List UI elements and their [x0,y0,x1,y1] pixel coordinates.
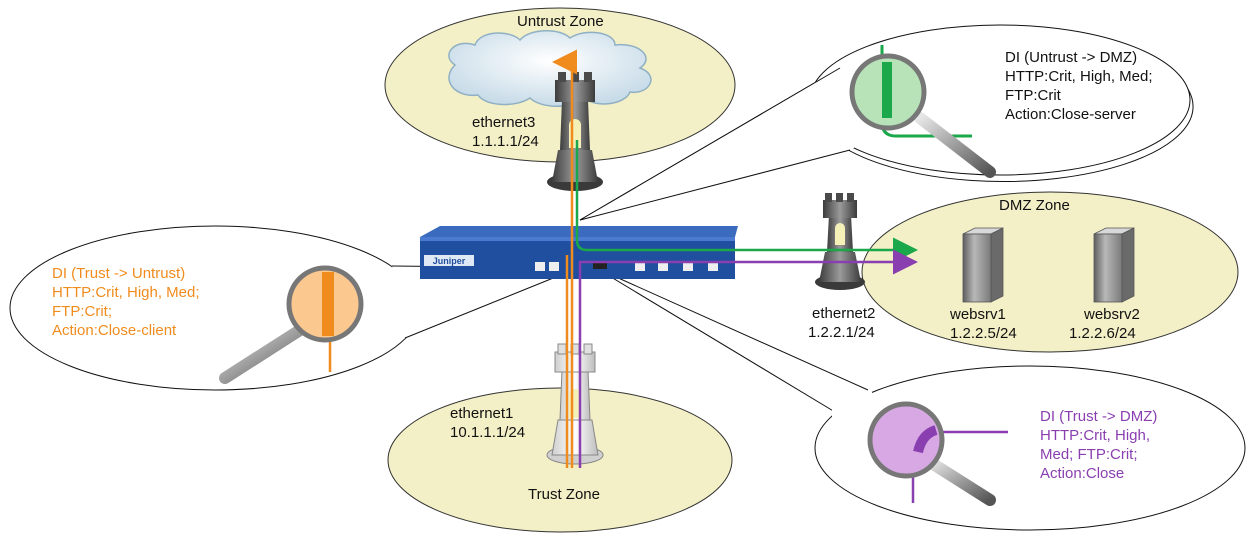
juniper-logo-text: Juniper [433,256,466,266]
dmz-zone-area [861,191,1239,353]
callout-trust-untrust-line: FTP:Crit; [52,303,112,320]
websrv1-ip: 1.2.2.5/24 [950,325,1017,342]
callout-untrust-dmz-line: DI (Untrust -> DMZ) [1005,49,1138,66]
ethernet1-ip: 10.1.1.1/24 [450,424,526,441]
magnifier-icon-untrust-dmz [849,45,996,178]
ethernet3-ip: 1.1.1.1/24 [472,133,539,150]
websrv2-ip: 1.2.2.6/24 [1069,325,1136,342]
green-traffic-flow [575,140,918,263]
websrv2-label: websrv2 [1084,306,1140,323]
callout-untrust-dmz-text: DI (Untrust -> DMZ) HTTP:Crit, High, Med… [1005,48,1153,124]
ethernet2-tower-icon [815,193,865,290]
ethernet2-label: ethernet2 [812,305,876,322]
callout-trust-dmz-line: DI (Trust -> DMZ) [1040,408,1158,425]
callout-untrust-dmz-line: FTP:Crit [1005,87,1061,104]
websrv2-server-icon [1093,227,1135,303]
magnifier-icon-trust-untrust [219,265,364,384]
dmz-zone-label: DMZ Zone [999,197,1070,214]
callout-trust-dmz-line: HTTP:Crit, High, [1040,427,1151,444]
ethernet1-label: ethernet1 [450,405,514,422]
callout-trust-untrust-text: DI (Trust -> Untrust) HTTP:Crit, High, M… [52,264,200,340]
trust-zone-label: Trust Zone [528,486,600,503]
magnifier-icon-trust-dmz [867,401,1008,506]
callout-trust-untrust-line: Action:Close-client [52,322,177,339]
callout-untrust-dmz-line: HTTP:Crit, High, Med; [1005,68,1153,85]
websrv1-server-icon [962,227,1004,303]
callout-trust-dmz-line: Med; FTP:Crit; [1040,446,1138,463]
purple-traffic-flow [578,249,918,468]
callout-trust-untrust-line: HTTP:Crit, High, Med; [52,284,200,301]
internet-cloud-icon [448,30,652,107]
callout-trust-dmz-line: Action:Close [1040,465,1125,482]
ethernet3-label: ethernet3 [472,114,536,131]
callout-untrust-dmz-line: Action:Close-server [1005,106,1136,123]
untrust-zone-label: Untrust Zone [517,13,604,30]
websrv1-label: websrv1 [950,306,1006,323]
callout-untrust-dmz-pointer [579,67,851,221]
ethernet2-ip: 1.2.2.1/24 [808,324,875,341]
callout-trust-dmz-text: DI (Trust -> DMZ) HTTP:Crit, High, Med; … [1040,407,1157,483]
callout-trust-untrust-line: DI (Trust -> Untrust) [52,265,186,282]
